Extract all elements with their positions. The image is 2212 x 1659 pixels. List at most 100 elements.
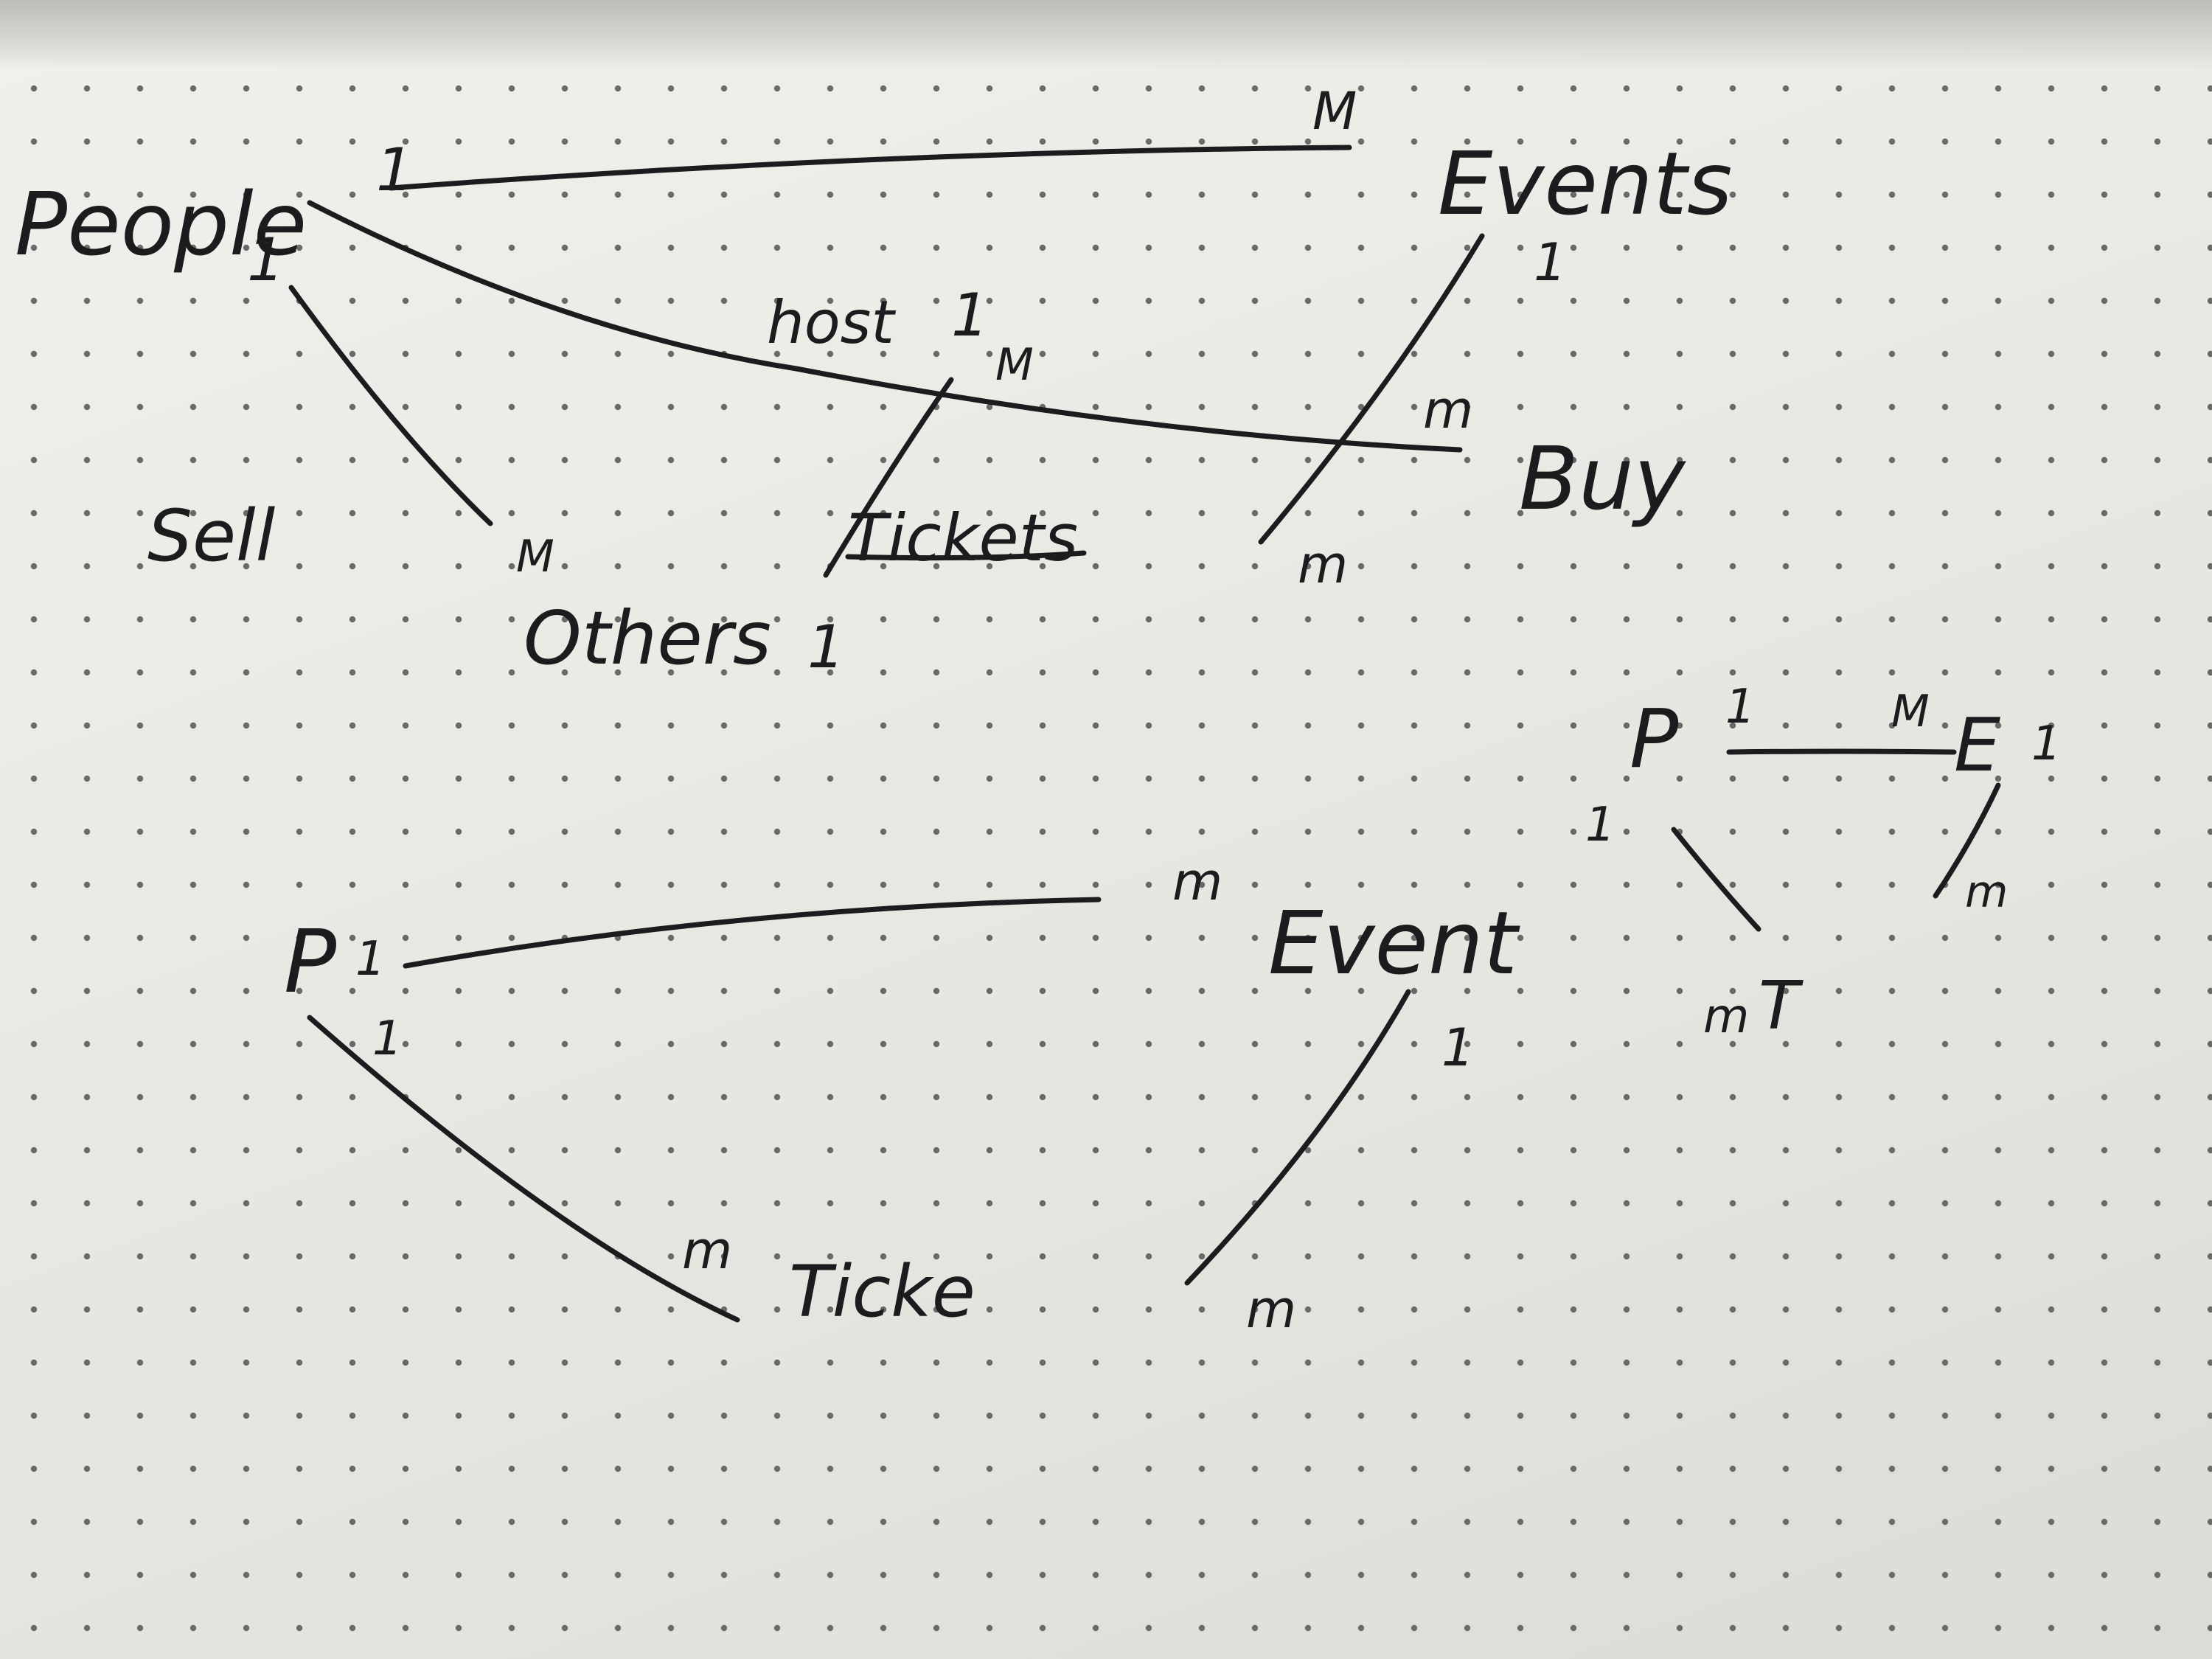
grid-dot <box>1994 456 2002 464</box>
grid-dot <box>1835 669 1843 676</box>
grid-dot <box>1729 138 1736 145</box>
grid-dot <box>402 1571 409 1579</box>
grid-dot <box>2048 1200 2055 1207</box>
grid-dot <box>2207 987 2212 995</box>
grid-dot <box>1357 1359 1365 1366</box>
grid-dot <box>1782 1306 1790 1313</box>
grid-dot <box>1729 1571 1736 1579</box>
grid-dot <box>455 403 462 411</box>
grid-dot <box>880 1359 887 1366</box>
grid-dot <box>1198 1624 1206 1632</box>
grid-dot <box>1782 881 1790 888</box>
grid-dot <box>349 669 356 676</box>
grid-dot <box>1304 1306 1312 1313</box>
grid-dot <box>1464 85 1471 92</box>
grid-dot <box>1304 1465 1312 1472</box>
grid-dot <box>508 403 515 411</box>
grid-dot <box>1145 456 1152 464</box>
grid-dot <box>1676 85 1683 92</box>
grid-dot <box>1411 1518 1418 1526</box>
grid-dot <box>1357 828 1365 835</box>
grid-dot <box>1251 563 1259 570</box>
grid-dot <box>1676 1571 1683 1579</box>
grid-dot <box>720 1253 728 1260</box>
grid-dot <box>1676 1412 1683 1419</box>
grid-dot <box>508 1518 515 1526</box>
grid-dot <box>827 403 834 411</box>
grid-dot <box>455 616 462 623</box>
grid-dot <box>296 138 303 145</box>
grid-dot <box>1304 987 1312 995</box>
grid-dot <box>986 775 993 782</box>
grid-dot <box>30 509 38 517</box>
grid-dot <box>880 403 887 411</box>
grid-dot <box>2154 1412 2161 1419</box>
grid-dot <box>402 1412 409 1419</box>
grid-dot <box>455 85 462 92</box>
grid-dot <box>1251 1147 1259 1154</box>
grid-dot <box>1676 1306 1683 1313</box>
grid-dot <box>1994 775 2002 782</box>
grid-dot <box>1145 1200 1152 1207</box>
grid-dot <box>1623 1359 1630 1366</box>
grid-dot <box>667 934 675 942</box>
grid-dot <box>189 1040 197 1048</box>
grid-dot <box>561 881 568 888</box>
grid-dot <box>720 1200 728 1207</box>
grid-dot <box>1835 1571 1843 1579</box>
grid-dot <box>1782 350 1790 358</box>
card-small-p-t-bottom: m <box>1703 990 1749 1044</box>
grid-dot <box>2048 1465 2055 1472</box>
grid-dot <box>83 722 91 729</box>
grid-dot <box>2154 1571 2161 1579</box>
grid-dot <box>1994 1147 2002 1154</box>
grid-dot <box>614 1200 622 1207</box>
grid-dot <box>2154 934 2161 942</box>
grid-dot <box>402 350 409 358</box>
grid-dot <box>1517 1412 1524 1419</box>
grid-dot <box>827 881 834 888</box>
card-events-buy-top: 1 <box>1534 232 1567 293</box>
grid-dot <box>508 1412 515 1419</box>
grid-dot <box>667 1306 675 1313</box>
grid-dot <box>1304 934 1312 942</box>
card-tickets-host: M <box>995 339 1034 391</box>
grid-dot <box>1304 297 1312 305</box>
grid-dot <box>243 1306 250 1313</box>
grid-dot <box>561 1253 568 1260</box>
grid-dot <box>2207 456 2212 464</box>
grid-dot <box>667 1200 675 1207</box>
grid-dot <box>2048 1093 2055 1101</box>
entity-event: Event <box>1268 892 1520 994</box>
grid-dot <box>508 1624 515 1632</box>
grid-dot <box>136 934 144 942</box>
grid-dot <box>1994 881 2002 888</box>
grid-dot <box>1941 934 1949 942</box>
grid-dot <box>561 1465 568 1472</box>
grid-dot <box>455 775 462 782</box>
grid-dot <box>720 1465 728 1472</box>
grid-dot <box>2207 1040 2212 1048</box>
grid-dot <box>83 563 91 570</box>
grid-dot <box>508 1359 515 1366</box>
grid-dot <box>83 881 91 888</box>
grid-dot <box>561 509 568 517</box>
grid-dot <box>1835 1359 1843 1366</box>
grid-dot <box>933 297 940 305</box>
grid-dot <box>508 509 515 517</box>
grid-dot <box>773 1253 781 1260</box>
grid-dot <box>189 722 197 729</box>
grid-dot <box>402 987 409 995</box>
grid-dot <box>1092 350 1099 358</box>
grid-dot <box>720 297 728 305</box>
grid-dot <box>1517 297 1524 305</box>
grid-dot <box>1782 1040 1790 1048</box>
grid-dot <box>827 934 834 942</box>
grid-dot <box>2154 1465 2161 1472</box>
grid-dot <box>136 85 144 92</box>
grid-dot <box>455 1093 462 1101</box>
grid-dot <box>561 1359 568 1366</box>
grid-dot <box>880 987 887 995</box>
grid-dot <box>986 881 993 888</box>
grid-dot <box>1994 1093 2002 1101</box>
